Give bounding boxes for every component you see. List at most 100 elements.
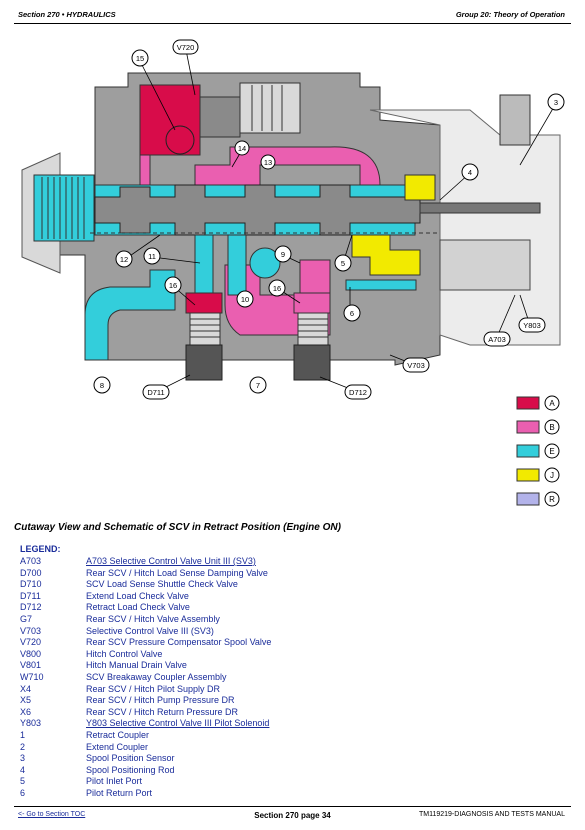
- header-section-title: Section 270 • HYDRAULICS: [18, 10, 116, 19]
- key-label-b: B: [549, 423, 554, 432]
- callout-10: 10: [241, 295, 249, 304]
- legend-description: Selective Control Valve III (SV3): [86, 625, 214, 636]
- key-label-e: E: [549, 447, 554, 456]
- key-label-j: J: [550, 471, 554, 480]
- legend-code: W710: [20, 671, 44, 682]
- legend-description: Extend Load Check Valve: [86, 590, 189, 601]
- callout-d711: D711: [147, 388, 164, 397]
- legend-description: Rear SCV Pressure Compensator Spool Valv…: [86, 637, 272, 648]
- legend-code: V720: [20, 637, 42, 648]
- main-spool: [94, 184, 421, 236]
- legend-code: V801: [20, 660, 42, 671]
- legend-description: Rear SCV / Hitch Load Sense Damping Valv…: [86, 567, 268, 578]
- legend-item[interactable]: A703 A703 Selective Control Valve Unit II…: [20, 556, 420, 568]
- legend-item: 3 Spool Position Sensor: [20, 753, 420, 765]
- check-valve-retract: [293, 292, 331, 381]
- scv-cutaway-diagram: 15 V720 3 14 13 4 12 11 9 5 10 16 16 6 A…: [21, 39, 565, 507]
- legend-item: 2 Extend Coupler: [20, 742, 420, 754]
- legend-description[interactable]: A703 Selective Control Valve Unit III (S…: [86, 556, 256, 566]
- legend-item: 1 Retract Coupler: [20, 730, 420, 742]
- legend-list: A703 A703 Selective Control Valve Unit II…: [20, 556, 420, 799]
- callout-11: 11: [148, 252, 156, 261]
- key-swatch-r: [516, 492, 540, 506]
- color-key: A B E J R: [516, 395, 560, 507]
- legend-description: Rear SCV / Hitch Valve Assembly: [86, 613, 220, 624]
- legend-title: LEGEND:: [20, 544, 61, 554]
- yellow-pilot-top: [404, 174, 436, 201]
- legend-code: X4: [20, 683, 32, 694]
- callout-d712: D712: [349, 388, 367, 397]
- legend-code: D710: [20, 579, 42, 590]
- legend-description: Hitch Control Valve: [86, 648, 163, 659]
- legend-description: SCV Breakaway Coupler Assembly: [86, 671, 227, 682]
- legend-description: Retract Coupler: [86, 729, 150, 740]
- figure-caption: Cutaway View and Schematic of SCV in Ret…: [14, 522, 341, 533]
- legend-code: G7: [20, 613, 33, 624]
- legend-item: D700 Rear SCV / Hitch Load Sense Damping …: [20, 568, 420, 580]
- legend-item: X4 Rear SCV / Hitch Pilot Supply DR: [20, 684, 420, 696]
- legend-code: 5: [20, 776, 26, 787]
- legend-description: SCV Load Sense Shuttle Check Valve: [86, 579, 238, 590]
- cyan-column-a: [194, 234, 214, 296]
- callout-a703: A703: [488, 335, 506, 344]
- legend-code: D712: [20, 602, 42, 613]
- legend-description: Rear SCV / Hitch Return Pressure DR: [86, 706, 239, 717]
- legend-code: D700: [20, 567, 42, 578]
- callout-6: 6: [350, 309, 354, 318]
- cyan-column-b: [227, 234, 247, 296]
- callout-13: 13: [264, 158, 272, 167]
- callout-16a: 16: [169, 281, 177, 290]
- legend-description[interactable]: Y803 Selective Control Valve III Pilot S…: [86, 718, 270, 729]
- header-divider: [14, 23, 571, 24]
- callout-labels: 15 V720 3 14 13 4 12 11 9 5 10 16 16 6 A…: [100, 43, 558, 397]
- spool-position-rod: [419, 202, 541, 214]
- header-group-title: Group 20: Theory of Operation: [455, 10, 565, 19]
- legend-description: Pilot Inlet Port: [86, 776, 143, 787]
- key-label-a: A: [549, 399, 555, 408]
- compensator-ball: [165, 125, 195, 155]
- key-swatch-j: [516, 468, 540, 482]
- legend-description: Extend Coupler: [86, 741, 149, 752]
- legend-item: 5 Pilot Inlet Port: [20, 776, 420, 788]
- legend-code: 6: [20, 787, 26, 798]
- pilot-solenoid: [439, 239, 531, 291]
- callout-y803: Y803: [523, 321, 541, 330]
- legend-code: 3: [20, 753, 26, 764]
- legend-code: 4: [20, 764, 26, 775]
- legend-code: A703: [20, 556, 42, 566]
- callout-4: 4: [468, 168, 472, 177]
- key-swatch-b: [516, 420, 540, 434]
- callout-8: 8: [100, 381, 104, 390]
- legend-description: Rear SCV / Hitch Pump Pressure DR: [86, 695, 235, 706]
- callout-shapes: [93, 39, 565, 400]
- callout-12: 12: [120, 255, 128, 264]
- page-number-text: Section 270 page 34: [254, 811, 331, 820]
- callout-15: 15: [136, 54, 144, 63]
- footer-divider: [14, 806, 571, 807]
- callout-v703: V703: [407, 361, 425, 370]
- cyan-pilot-return: [345, 279, 417, 291]
- cyan-passage-left: [84, 269, 176, 361]
- legend-description: Pilot Return Port: [86, 787, 153, 798]
- page-number: Section 270 page 34: [0, 811, 585, 820]
- compensator-spool: [199, 96, 241, 138]
- legend-description: Spool Position Sensor: [86, 753, 175, 764]
- check-valve-extend: [185, 292, 223, 381]
- go-to-section-toc-link[interactable]: <- Go to Section TOC: [18, 811, 86, 818]
- yellow-pilot-passage: [351, 234, 421, 276]
- legend-code: 1: [20, 729, 26, 740]
- callout-14: 14: [238, 144, 246, 153]
- legend-code: 2: [20, 741, 26, 752]
- compensator-spring: [239, 82, 301, 134]
- key-label-r: R: [549, 495, 555, 504]
- legend-description: Rear SCV / Hitch Pilot Supply DR: [86, 683, 221, 694]
- manual-title: TM119219-DIAGNOSIS AND TESTS MANUAL: [418, 811, 565, 818]
- callout-9: 9: [281, 250, 285, 259]
